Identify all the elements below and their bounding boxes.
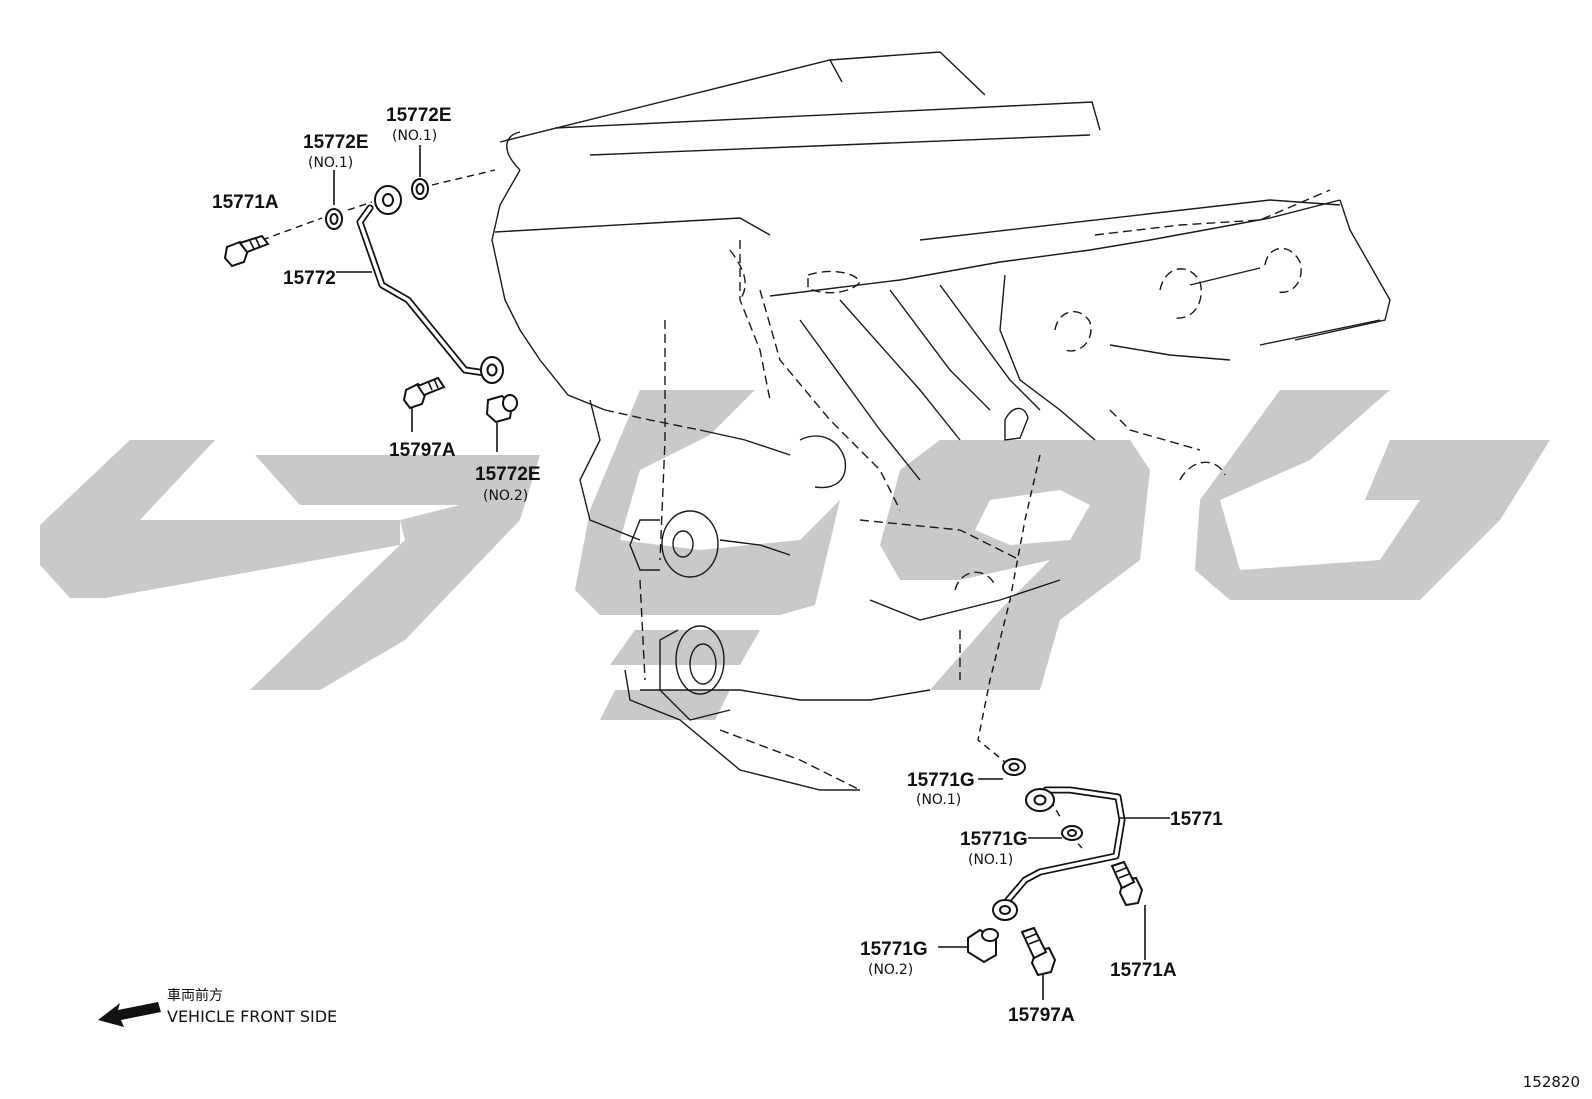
- front-arrow-icon: [98, 1002, 161, 1027]
- label-15771g-b-no: (NO.1): [968, 852, 1013, 868]
- union-15772e-no2: [485, 394, 518, 424]
- label-15772e-mid: 15772E: [303, 132, 369, 153]
- label-15771: 15771: [1170, 809, 1223, 830]
- union-15771g-no2: [967, 928, 999, 964]
- label-15771a-bottom: 15771A: [1110, 960, 1177, 981]
- banjo-bolt-15771a-top: [223, 234, 270, 268]
- union-bolt-15797a-bottom: [1020, 926, 1057, 977]
- label-15797a-bottom: 15797A: [1008, 1005, 1075, 1026]
- gasket-15771g-no1-b: [1061, 825, 1083, 841]
- label-15772e-no2: 15772E: [475, 464, 541, 485]
- banjo-bolt-15771a-bottom: [1110, 860, 1144, 907]
- crank-pulley-outer: [661, 510, 719, 578]
- legend-en: VEHICLE FRONT SIDE: [167, 1007, 337, 1026]
- gasket-15771g-no1-a: [1002, 758, 1026, 776]
- engine-outline: [491, 51, 1391, 791]
- label-15771g-c-no: (NO.2): [868, 962, 913, 978]
- label-15797a-top: 15797A: [389, 440, 456, 461]
- watermark-cutouts: [975, 490, 1090, 545]
- label-15771g-c: 15771G: [860, 939, 928, 960]
- diagram-number: 152820: [1523, 1073, 1580, 1091]
- oil-pipe-15771: [992, 786, 1126, 921]
- label-15771g-a: 15771G: [907, 770, 975, 791]
- label-15772: 15772: [283, 268, 336, 289]
- lower-parts: [938, 454, 1170, 1000]
- upper-parts: [223, 145, 518, 452]
- label-15771g-a-no: (NO.1): [916, 792, 961, 808]
- label-15771a-top: 15771A: [212, 192, 279, 213]
- oil-pipe-15772: [356, 185, 504, 384]
- label-15772e-top: 15772E: [386, 105, 452, 126]
- union-bolt-15797a-top: [402, 376, 446, 410]
- label-15772e-no2-no: (NO.2): [483, 488, 528, 504]
- label-15772e-top-no: (NO.1): [392, 128, 437, 144]
- watermark-logo: [40, 390, 1550, 720]
- legend-jp: 車両前方: [167, 987, 223, 1004]
- front-direction-legend: 車両前方 VEHICLE FRONT SIDE: [98, 987, 337, 1027]
- label-15771g-b: 15771G: [960, 829, 1028, 850]
- part-labels: 15771A 15772 15772E (NO.1) 15772E (NO.1)…: [212, 105, 1223, 1026]
- gasket-15772e-no1-b: [411, 178, 429, 200]
- label-15772e-mid-no: (NO.1): [308, 155, 353, 171]
- gasket-15772e-no1-a: [325, 208, 343, 230]
